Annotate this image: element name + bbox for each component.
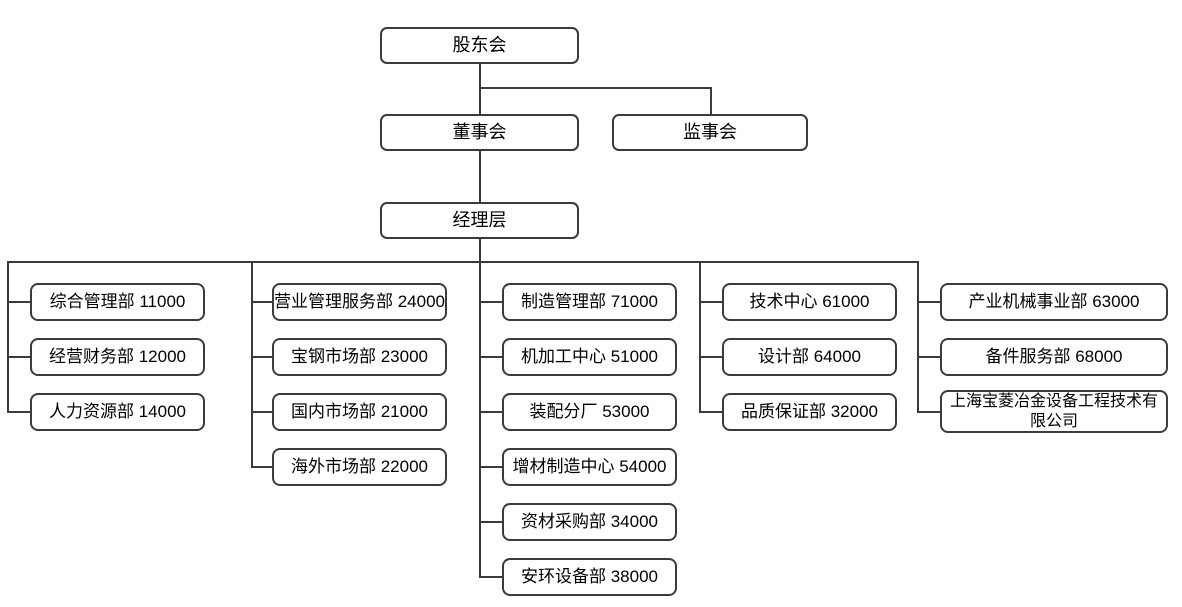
connector-line	[917, 301, 940, 303]
connector-line	[7, 411, 30, 413]
connector-line	[699, 261, 701, 413]
node-department: 安环设备部 38000	[502, 558, 677, 596]
connector-line	[479, 238, 481, 263]
connector-line	[251, 411, 272, 413]
connector-line	[7, 356, 30, 358]
connector-line	[479, 87, 712, 89]
node-department: 国内市场部 21000	[272, 393, 447, 431]
node-department: 人力资源部 14000	[30, 393, 205, 431]
connector-line	[479, 63, 481, 115]
node-department: 宝钢市场部 23000	[272, 338, 447, 376]
connector-line	[251, 466, 272, 468]
connector-line	[699, 301, 722, 303]
node-subsidiary-company: 上海宝菱冶金设备工程技术有限公司	[940, 390, 1168, 433]
node-department: 综合管理部 11000	[30, 283, 205, 321]
connector-line	[251, 261, 253, 468]
connector-line	[917, 356, 940, 358]
node-department: 装配分厂 53000	[502, 393, 677, 431]
connector-line	[479, 261, 481, 578]
node-department: 备件服务部 68000	[940, 338, 1168, 376]
connector-line	[479, 466, 502, 468]
connector-line	[699, 356, 722, 358]
connector-line	[710, 87, 712, 115]
connector-line	[479, 301, 502, 303]
connector-line	[479, 411, 502, 413]
node-department: 经营财务部 12000	[30, 338, 205, 376]
node-department: 制造管理部 71000	[502, 283, 677, 321]
connector-line	[479, 576, 502, 578]
connector-line	[251, 301, 272, 303]
node-shareholders-meeting: 股东会	[380, 27, 579, 64]
node-management-layer: 经理层	[380, 202, 579, 239]
node-department: 资材采购部 34000	[502, 503, 677, 541]
node-board-of-directors: 董事会	[380, 114, 579, 151]
connector-line	[917, 411, 940, 413]
node-supervisory-board: 监事会	[612, 114, 808, 151]
node-department: 技术中心 61000	[722, 283, 897, 321]
node-department: 品质保证部 32000	[722, 393, 897, 431]
connector-line	[479, 356, 502, 358]
connector-line	[251, 356, 272, 358]
node-department: 营业管理服务部 24000	[272, 283, 447, 321]
connector-line	[7, 261, 919, 263]
connector-line	[7, 301, 30, 303]
connector-line	[479, 521, 502, 523]
connector-line	[479, 150, 481, 203]
connector-line	[699, 411, 722, 413]
connector-line	[917, 261, 919, 413]
node-department: 海外市场部 22000	[272, 448, 447, 486]
node-department: 增材制造中心 54000	[502, 448, 677, 486]
node-department: 产业机械事业部 63000	[940, 283, 1168, 321]
node-department: 设计部 64000	[722, 338, 897, 376]
connector-line	[7, 261, 9, 413]
node-department: 机加工中心 51000	[502, 338, 677, 376]
